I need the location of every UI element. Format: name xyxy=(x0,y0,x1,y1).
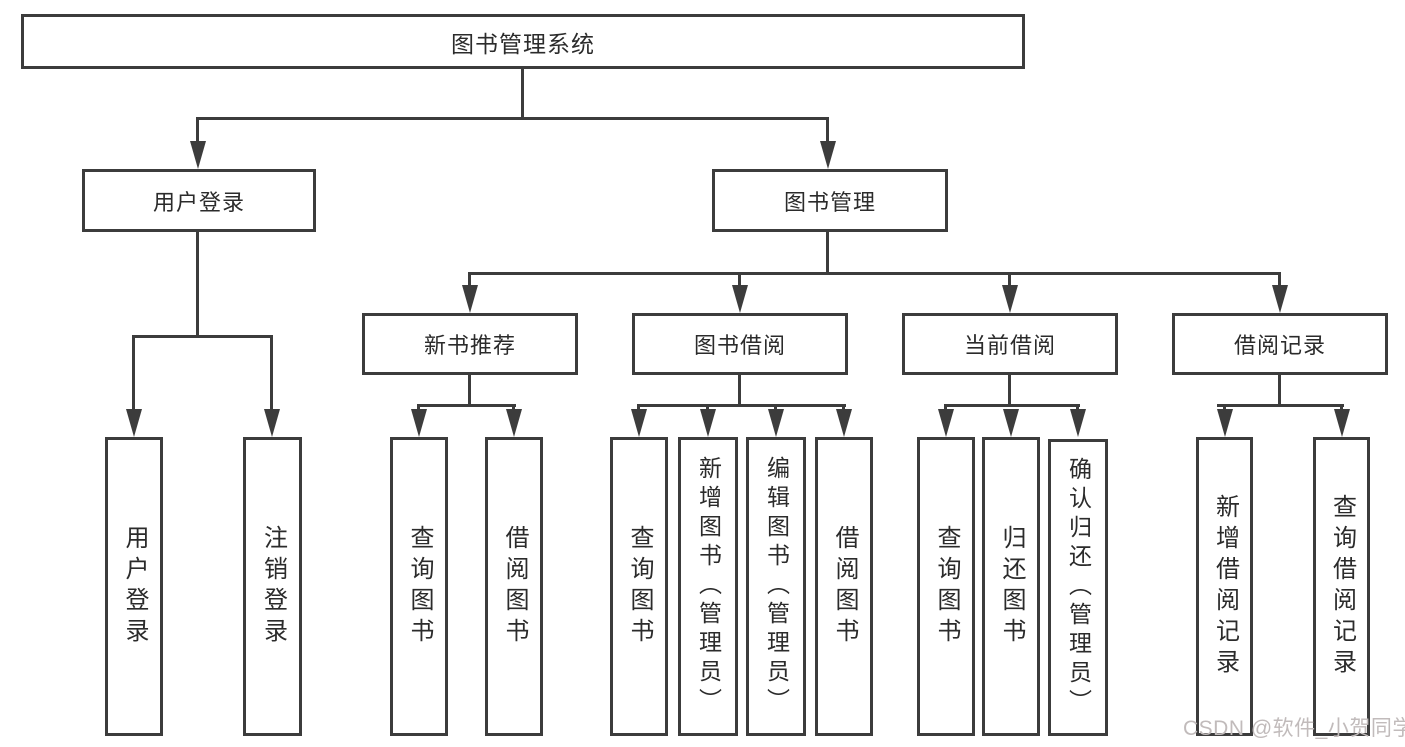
connector-line xyxy=(706,404,709,413)
connector-line xyxy=(468,375,471,407)
arrowhead-down-icon xyxy=(1217,409,1233,437)
arrowhead-down-icon xyxy=(1003,409,1019,437)
arrowhead-down-icon xyxy=(190,141,206,169)
connector-line xyxy=(196,117,199,147)
leaf-user-login-label: 用户登录 xyxy=(121,524,148,649)
connector-line xyxy=(826,117,829,147)
arrowhead-down-icon xyxy=(836,409,852,437)
connector-line xyxy=(1278,272,1281,288)
connector-line xyxy=(468,272,471,288)
connector-line xyxy=(637,404,846,407)
arrowhead-down-icon xyxy=(1272,285,1288,313)
leaf-return-book-label: 归还图书 xyxy=(998,524,1025,649)
node-current-borrowing: 当前借阅 xyxy=(902,313,1118,375)
arrowhead-down-icon xyxy=(938,409,954,437)
arrowhead-down-icon xyxy=(1070,409,1086,437)
connector-line xyxy=(417,404,420,413)
arrowhead-down-icon xyxy=(264,409,280,437)
connector-line xyxy=(1008,272,1011,288)
connector-line xyxy=(512,404,515,413)
connector-line xyxy=(944,404,947,413)
connector-line xyxy=(1076,404,1079,413)
node-book-borrowing-label: 图书借阅 xyxy=(693,333,786,358)
connector-line xyxy=(521,69,524,118)
connector-line xyxy=(196,117,829,120)
arrowhead-down-icon xyxy=(820,141,836,169)
leaf-add-borrow-record-label: 新增借阅记录 xyxy=(1211,493,1239,680)
leaf-borrow-books-borrowing-label: 借阅图书 xyxy=(831,524,858,649)
connector-line xyxy=(944,404,1080,407)
leaf-query-books-current: 查询图书 xyxy=(917,437,975,736)
csdn-watermark: CSDN @软件_小贺同学 xyxy=(1183,717,1405,740)
connector-line xyxy=(1217,404,1344,407)
leaf-query-borrow-record: 查询借阅记录 xyxy=(1313,437,1370,736)
arrowhead-down-icon xyxy=(1002,285,1018,313)
arrowhead-down-icon xyxy=(732,285,748,313)
arrowhead-down-icon xyxy=(700,409,716,437)
leaf-add-book-admin: 新增图书（管理员） xyxy=(678,437,738,736)
node-book-management: 图书管理 xyxy=(712,169,948,232)
node-borrowing-records-label: 借阅记录 xyxy=(1233,333,1326,358)
leaf-edit-book-admin-label: 编辑图书（管理员） xyxy=(763,456,790,717)
leaf-logout: 注销登录 xyxy=(243,437,302,736)
leaf-query-books-current-label: 查询图书 xyxy=(933,524,960,649)
connector-line xyxy=(1340,404,1343,413)
node-root: 图书管理系统 xyxy=(21,14,1025,69)
arrowhead-down-icon xyxy=(768,409,784,437)
connector-line xyxy=(270,335,273,411)
leaf-confirm-return-admin-label: 确认归还（管理员） xyxy=(1065,457,1092,718)
connector-line xyxy=(132,335,135,411)
connector-line xyxy=(468,272,1281,275)
node-new-book-recommend: 新书推荐 xyxy=(362,313,578,375)
leaf-add-book-admin-label: 新增图书（管理员） xyxy=(695,456,722,717)
leaf-confirm-return-admin: 确认归还（管理员） xyxy=(1048,439,1108,736)
leaf-borrow-books-recommend: 借阅图书 xyxy=(485,437,543,736)
leaf-query-books-borrowing-label: 查询图书 xyxy=(626,524,653,649)
arrowhead-down-icon xyxy=(506,409,522,437)
node-user-login-label: 用户登录 xyxy=(152,189,245,215)
connector-line xyxy=(774,404,777,413)
connector-line xyxy=(826,232,829,275)
node-book-borrowing: 图书借阅 xyxy=(632,313,848,375)
connector-line xyxy=(417,404,516,407)
leaf-borrow-books-borrowing: 借阅图书 xyxy=(815,437,873,736)
arrowhead-down-icon xyxy=(126,409,142,437)
leaf-query-borrow-record-label: 查询借阅记录 xyxy=(1328,493,1356,680)
node-book-management-label: 图书管理 xyxy=(783,189,876,215)
connector-line xyxy=(132,335,273,338)
connector-line xyxy=(1278,375,1281,407)
arrowhead-down-icon xyxy=(1334,409,1350,437)
leaf-add-borrow-record: 新增借阅记录 xyxy=(1196,437,1253,736)
node-root-label: 图书管理系统 xyxy=(451,30,595,57)
connector-line xyxy=(1008,375,1011,407)
leaf-logout-label: 注销登录 xyxy=(259,524,287,649)
connector-line xyxy=(738,272,741,288)
node-user-login: 用户登录 xyxy=(82,169,316,232)
arrowhead-down-icon xyxy=(462,285,478,313)
node-current-borrowing-label: 当前借阅 xyxy=(963,333,1056,358)
leaf-query-books-recommend: 查询图书 xyxy=(390,437,448,736)
connector-line xyxy=(196,232,199,338)
leaf-edit-book-admin: 编辑图书（管理员） xyxy=(746,437,806,736)
leaf-return-book: 归还图书 xyxy=(982,437,1040,736)
leaf-query-books-borrowing: 查询图书 xyxy=(610,437,668,736)
node-borrowing-records: 借阅记录 xyxy=(1172,313,1388,375)
connector-line xyxy=(738,375,741,407)
arrowhead-down-icon xyxy=(631,409,647,437)
connector-line xyxy=(1223,404,1226,413)
connector-line xyxy=(842,404,845,413)
node-new-book-recommend-label: 新书推荐 xyxy=(423,333,516,358)
connector-line xyxy=(637,404,640,413)
leaf-query-books-recommend-label: 查询图书 xyxy=(406,524,433,649)
leaf-user-login: 用户登录 xyxy=(105,437,163,736)
arrowhead-down-icon xyxy=(411,409,427,437)
leaf-borrow-books-recommend-label: 借阅图书 xyxy=(501,524,528,649)
